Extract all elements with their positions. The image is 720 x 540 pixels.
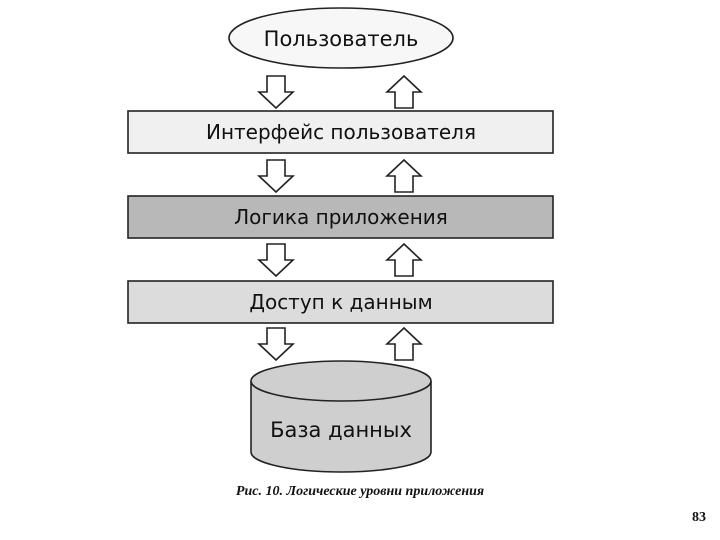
user-ellipse <box>228 7 454 69</box>
layer-label: Доступ к данным <box>249 290 432 314</box>
figure-caption: Рис. 10. Логические уровни приложения <box>235 484 485 499</box>
layer-label: Логика приложения <box>234 205 448 229</box>
arrow-down-icon <box>258 243 294 277</box>
user-node: Пользователь <box>228 7 454 69</box>
arrow-down-icon <box>258 327 294 361</box>
layer-user-interface: Интерфейс пользователя <box>127 110 554 154</box>
layer-data-access: Доступ к данным <box>127 280 554 324</box>
layer-box <box>127 195 554 239</box>
arrow-up-icon <box>386 75 422 109</box>
layer-application-logic: Логика приложения <box>127 195 554 239</box>
arrow-up-icon <box>386 243 422 277</box>
user-label: Пользователь <box>264 27 419 51</box>
layer-label: Интерфейс пользователя <box>206 120 476 144</box>
database-top <box>250 360 432 402</box>
layer-box <box>127 110 554 154</box>
database-label: База данных <box>270 418 412 442</box>
arrow-down-icon <box>258 75 294 109</box>
database-cylinder-icon <box>250 381 432 473</box>
arrow-down-icon <box>258 159 294 193</box>
page-number: 83 <box>692 510 706 525</box>
arrow-up-icon <box>386 327 422 361</box>
arrow-up-icon <box>386 159 422 193</box>
database-node: База данных <box>250 360 432 473</box>
layer-box <box>127 280 554 324</box>
